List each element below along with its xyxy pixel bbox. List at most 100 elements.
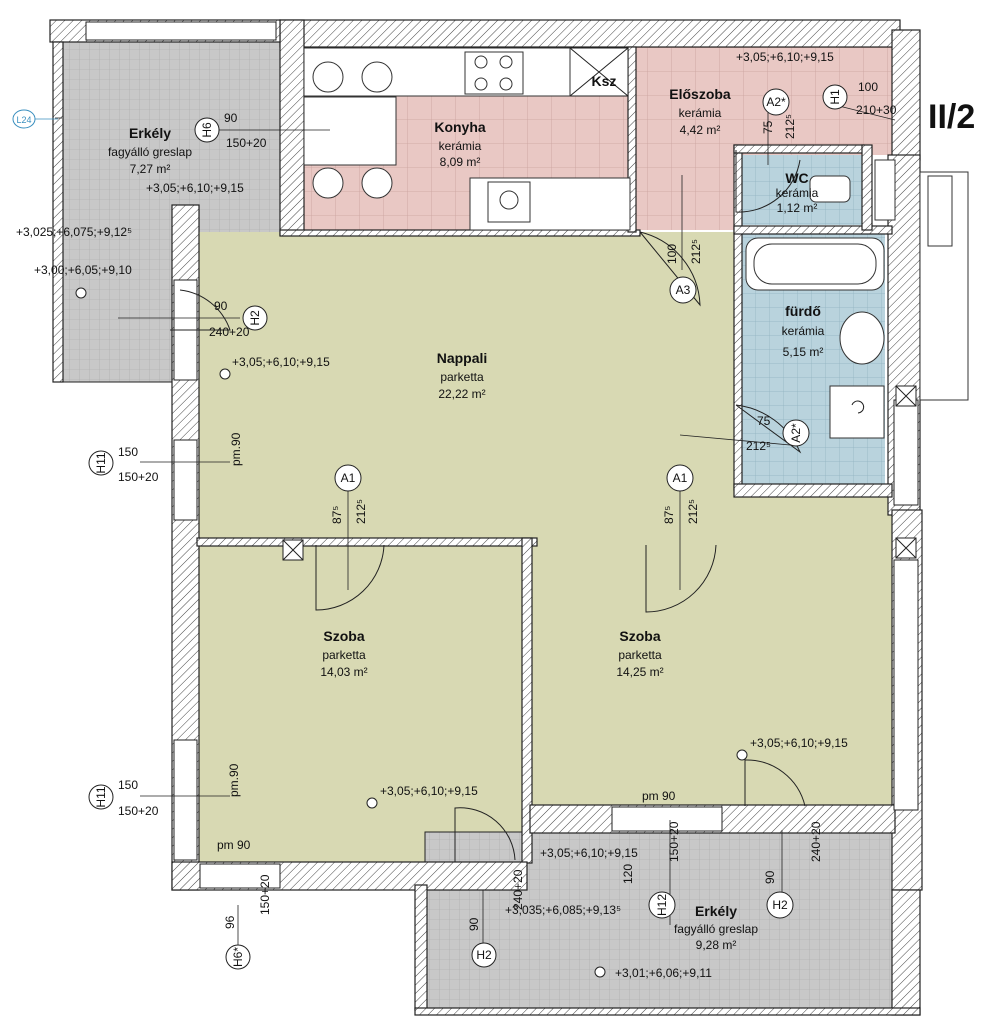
dim-pm-c: pm 90 [642,789,676,803]
level-erkely-bottom-b: +3,035;+6,085;+9,13⁵ [505,903,621,917]
level-erkely-top-b: +3,025;+6,075;+9,12⁵ [16,225,132,239]
wall-wc-top [733,144,865,154]
dim-a2-right-h: 212⁵ [746,439,771,453]
szoba-right-floor [530,497,892,805]
eloszoba-area: 4,42 m² [680,123,721,137]
dim-h1-w: 100 [858,80,878,94]
dim-a1-left-w: 87⁵ [330,506,344,524]
wall-wc-right [861,144,873,231]
dim-h6-h: 150+20 [226,136,267,150]
dim-h11-b-h: 150+20 [118,804,159,818]
shafts [282,47,917,561]
tag-a1-left: A1 [334,464,362,492]
wall-right-outer [891,29,921,161]
level-szoba-left: +3,05;+6,10;+9,15 [380,784,478,798]
szoba-right-floor-text: parketta [618,648,662,662]
svg-text:A3: A3 [676,283,691,297]
dim-h1-h: 210+30 [856,103,897,117]
leader-lines [55,104,896,955]
bathroom-fixtures [745,175,885,439]
furdo-area: 5,15 m² [783,345,824,359]
erkely-bottom-area: 9,28 m² [696,938,737,952]
door-arcs [170,150,806,862]
svg-text:H6: H6 [200,122,214,138]
dim-h2-right-w: 90 [763,870,777,884]
wc-area: 1,12 m² [777,201,818,215]
dim-h12-w: 120 [621,864,635,884]
dim-h2-left-h: 240+20 [209,325,250,339]
tag-h12: H12 [648,891,676,919]
level-erkely-bottom-a: +3,05;+6,10;+9,15 [540,846,638,860]
svg-text:H2: H2 [248,310,262,326]
balcony-bottom-side [891,889,921,1016]
dim-pm-b: pm.90 [227,763,241,797]
dim-h12-h: 150+20 [667,821,681,862]
dim-h6-bottom-w: 96 [223,915,237,929]
wall-kitchen-left [279,19,305,236]
svg-text:H6*: H6* [231,947,245,967]
svg-text:A2*: A2* [766,95,786,109]
dim-h2-left-w: 90 [214,299,228,313]
balcony-top-rail [52,41,64,383]
tag-h11-a: H11 [88,450,114,476]
dim-h6-bottom-h: 150+20 [258,874,272,915]
dim-h11-a-h: 150+20 [118,470,159,484]
dim-a1-right-h: 212⁵ [686,499,700,524]
svg-text:A2*: A2* [789,423,803,443]
konyha-floor-text: kerámia [439,139,482,153]
nappali-name: Nappali [437,350,488,366]
dim-pm-a: pm.90 [229,432,243,466]
erkely-top-area: 7,27 m² [130,162,171,176]
nappali-floor [197,232,892,540]
tag-a3: A3 [669,276,697,304]
balcony-bottom-base [414,1007,921,1016]
erkely-bottom-name: Erkély [695,903,737,919]
furdo-floor-text: kerámia [782,324,825,338]
szoba-left-area: 14,03 m² [320,665,367,679]
eloszoba-floor-text: kerámia [679,106,722,120]
dining-table [303,61,397,199]
furdo-name: fürdő [785,303,821,319]
unit-code: II/2 [928,98,975,136]
svg-text:L24: L24 [16,115,31,125]
tag-h6-top: H6 [194,117,220,143]
level-nappali: +3,05;+6,10;+9,15 [232,355,330,369]
konyha-area: 8,09 m² [440,155,481,169]
tag-a2-right: A2* [782,419,810,447]
eloszoba-name: Előszoba [669,86,731,102]
dim-a3-w: 100 [665,244,679,264]
szoba-left-floor-text: parketta [322,648,366,662]
svg-text:A1: A1 [673,471,688,485]
wall-wc-bottom [733,225,893,235]
level-eloszoba: +3,05;+6,10;+9,15 [736,50,834,64]
dim-pm-d: pm 90 [217,838,251,852]
szoba-right-name: Szoba [619,628,660,644]
svg-text:H11: H11 [94,786,108,807]
svg-text:H11: H11 [94,452,108,473]
svg-text:A1: A1 [341,471,356,485]
svg-text:H12: H12 [655,894,669,916]
dim-a1-left-h: 212⁵ [354,499,368,524]
szoba-left-floor [197,545,522,863]
tag-h6-bottom: H6* [225,944,251,970]
dim-h2-bottom-w: 90 [467,917,481,931]
erkely-bottom-floor [424,831,896,1011]
dim-a2-top-w: 75 [761,120,775,134]
dim-h11-b-w: 150 [118,778,138,792]
ksz-name: Ksz [592,73,617,89]
dim-h6-w: 90 [224,111,238,125]
tag-h2-right: H2 [766,891,794,919]
erkely-top-floor-text: fagyálló greslap [108,145,192,159]
wc-floor-text: kerámia [776,186,819,200]
dim-a2-right-w: 75 [757,414,771,428]
svg-text:H1: H1 [828,89,842,105]
konyha-name: Konyha [434,119,486,135]
nappali-area: 22,22 m² [438,387,485,401]
level-markers [75,287,748,978]
dim-h2-bottom-h: 240+20 [511,869,525,910]
windows [85,21,919,889]
wall-bath-bottom [733,483,893,498]
wall-nappali-bottom [196,537,538,547]
wall-top [279,19,901,48]
